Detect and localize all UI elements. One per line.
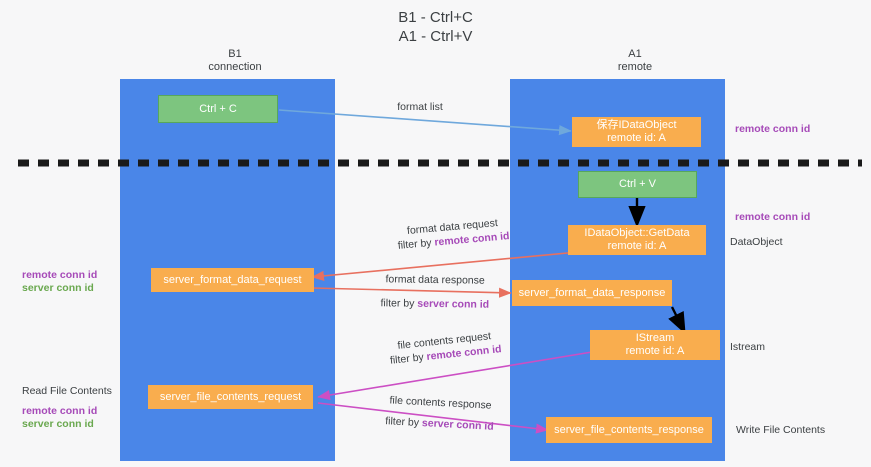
filter-prefix: filter by — [380, 297, 418, 310]
annotation-right-remote-conn-id-top: remote conn id — [735, 123, 811, 135]
box-idataobject-getdata[interactable]: IDataObject::GetData remote id: A — [568, 225, 706, 255]
annotation-left-server-conn-id-2: server conn id — [22, 418, 94, 430]
annotation-right-istream: Istream — [730, 341, 766, 353]
box-server-file-contents-request[interactable]: server_file_contents_request — [148, 385, 313, 409]
label-format-data-response: format data response — [385, 273, 485, 287]
annotation-left-read-file-contents: Read File Contents — [22, 385, 112, 397]
annotation-right-remote-conn-id-mid: remote conn id — [735, 211, 811, 223]
box-istream[interactable]: IStream remote id: A — [590, 330, 720, 360]
filter-prefix: filter by — [397, 236, 435, 252]
annotation-left-remote-conn-id: remote conn id — [22, 269, 98, 281]
annotation-left-server-conn-id: server conn id — [22, 282, 94, 294]
annotation-left-remote-conn-id-2: remote conn id — [22, 405, 98, 417]
label-file-contents-response-group: file contents response filter by server … — [359, 392, 521, 435]
filter-prefix: filter by — [384, 415, 423, 430]
annotation-right-write-file-contents: Write File Contents — [736, 424, 826, 436]
label-format-list: format list — [397, 101, 443, 113]
column-header-b1: B1 connection — [208, 48, 262, 73]
annotation-right-dataobject: DataObject — [730, 236, 783, 248]
label-file-contents-response: file contents response — [389, 394, 492, 412]
filter-prefix: filter by — [389, 351, 428, 367]
filter-key-server-conn-id: server conn id — [421, 417, 494, 433]
filter-key-server-conn-id: server conn id — [417, 297, 490, 311]
box-server-format-data-response[interactable]: server_format_data_response — [512, 280, 672, 306]
box-ctrl-v[interactable]: Ctrl + V — [578, 171, 697, 198]
label-format-data-request-group: format data request filter by remote con… — [377, 214, 529, 255]
column-header-a1: A1 remote — [617, 48, 653, 73]
label-format-data-response-group: format data response filter by server co… — [355, 272, 516, 312]
box-ctrl-c[interactable]: Ctrl + C — [158, 95, 278, 123]
page-title: B1 - Ctrl+C A1 - Ctrl+V — [398, 9, 473, 45]
box-server-file-contents-response[interactable]: server_file_contents_response — [546, 417, 712, 443]
box-server-format-data-request[interactable]: server_format_data_request — [151, 268, 314, 292]
label-file-contents-request-group: file contents request filter by remote c… — [369, 326, 521, 370]
label-file-contents-response-filter: filter by server conn id — [359, 413, 520, 435]
box-save-idataobject[interactable]: 保存IDataObject remote id: A — [572, 117, 701, 147]
label-format-data-response-filter: filter by server conn id — [355, 296, 515, 312]
